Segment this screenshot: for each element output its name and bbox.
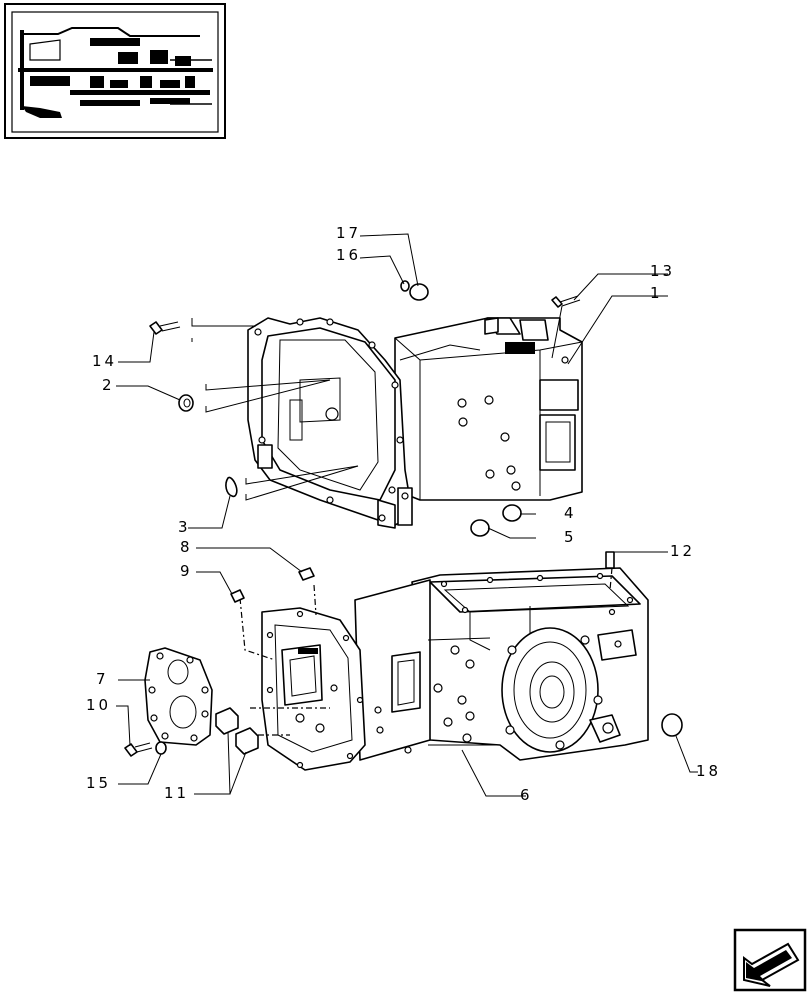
- callout-3: 3: [178, 518, 191, 536]
- callout-6: 6: [520, 786, 533, 804]
- callout-10: 10: [86, 696, 111, 714]
- callout-15: 15: [86, 774, 111, 792]
- callout-9: 9: [180, 562, 193, 580]
- leader-lines: [116, 233, 698, 797]
- small-hardware: [124, 280, 683, 757]
- callout-12: 12: [670, 542, 695, 560]
- lower-transmission-housing: [239, 567, 649, 771]
- callout-4: 4: [564, 504, 577, 522]
- callout-16: 16: [336, 246, 361, 264]
- callout-17: 17: [336, 224, 361, 242]
- callout-labels: 17 16 13 1 14 2 3 4 5 8 9 12 7 10 15 11 …: [86, 224, 721, 804]
- transmission-section-thumbnail[interactable]: [4, 3, 226, 139]
- upper-transmission-housing: [247, 317, 583, 529]
- pto-cover-plate: [144, 647, 213, 746]
- callout-8: 8: [180, 538, 193, 556]
- callout-13: 13: [650, 262, 675, 280]
- callout-14: 14: [92, 352, 117, 370]
- callout-1: 1: [650, 284, 663, 302]
- callout-18: 18: [696, 762, 721, 780]
- callout-5: 5: [564, 528, 577, 546]
- callout-2: 2: [102, 376, 115, 394]
- callout-7: 7: [96, 670, 109, 688]
- callout-11: 11: [164, 784, 189, 802]
- previous-page-arrow-icon[interactable]: [733, 928, 807, 992]
